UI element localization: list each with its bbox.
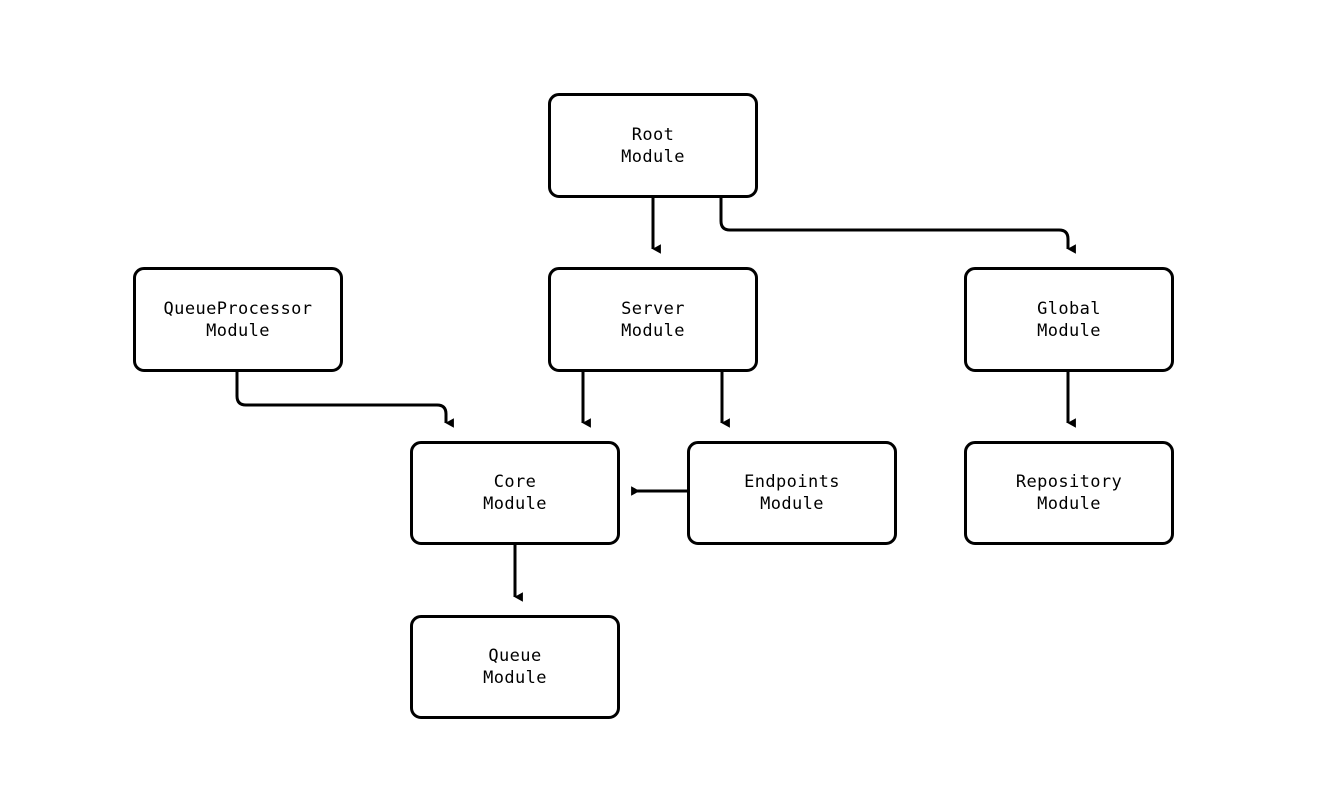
node-server[interactable]: Server Module — [548, 267, 758, 372]
node-queueprocessor-line1: QueueProcessor — [163, 298, 313, 319]
node-repository-line1: Repository — [1015, 472, 1123, 492]
node-root[interactable]: Root Module — [548, 93, 758, 198]
node-endpoints-line1: Endpoints — [744, 472, 840, 492]
node-core-line1: Core — [493, 472, 537, 492]
node-queue-line2: Module — [483, 668, 547, 688]
node-endpoints[interactable]: Endpoints Module — [687, 441, 897, 545]
edge-root-to-global — [719, 198, 1076, 254]
edge-queueprocessor-to-core — [235, 372, 454, 428]
node-global[interactable]: Global Module — [964, 267, 1174, 372]
node-queueprocessor-line2: Module — [206, 320, 270, 341]
node-core[interactable]: Core Module — [410, 441, 620, 545]
node-repository[interactable]: Repository Module — [964, 441, 1174, 545]
node-global-line1: Global — [1037, 298, 1101, 319]
node-endpoints-line2: Module — [760, 494, 824, 514]
node-root-line1: Root — [631, 124, 675, 145]
node-queueprocessor[interactable]: QueueProcessor Module — [133, 267, 343, 372]
node-root-line2: Module — [621, 146, 685, 167]
node-server-line2: Module — [621, 320, 685, 341]
node-queue-line1: Queue — [488, 646, 542, 666]
node-core-line2: Module — [483, 494, 547, 514]
node-repository-line2: Module — [1037, 494, 1101, 514]
node-global-line2: Module — [1037, 320, 1101, 341]
node-server-line1: Server — [621, 298, 685, 319]
node-queue[interactable]: Queue Module — [410, 615, 620, 719]
